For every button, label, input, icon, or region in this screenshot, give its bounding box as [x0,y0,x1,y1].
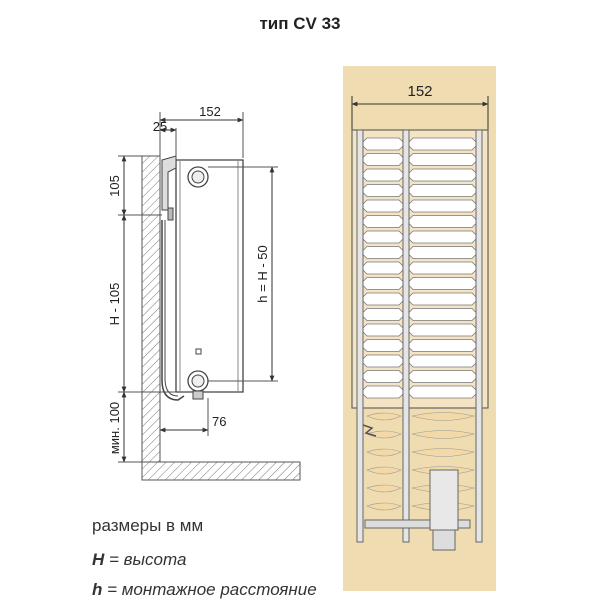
convector-fin [408,339,477,352]
panel-right [475,129,483,543]
lower-fin [366,502,402,511]
lower-fin [366,412,402,421]
dim-upper: 105 [107,175,122,197]
convector-fin [408,199,477,213]
convector-fin [362,215,404,228]
convector-fin [362,137,404,151]
convector-fin [408,292,477,306]
panel-middle [402,129,410,543]
convector-fin [408,153,477,166]
mounting-bracket [161,155,177,211]
convector-fin [362,168,404,182]
legend-units: размеры в мм [92,516,204,535]
dim-depth: 152 [199,104,221,119]
convector-fin [408,246,477,259]
convector-fin [408,261,477,275]
legend-h-text: = монтажное расстояние [102,580,317,599]
lower-fin [411,430,476,439]
convector-fin [408,184,477,197]
convector-fin [362,292,404,306]
legend-H-text: = высота [104,550,187,569]
convector-fin [408,308,477,321]
convector-fin [362,385,404,399]
convector-fin [362,277,404,290]
convector-fin [362,354,404,368]
lower-fin [366,466,402,475]
convector-fin [362,261,404,275]
convector-fin [408,168,477,182]
dim-middle: H - 105 [107,283,122,326]
convector-fin [408,370,477,383]
lower-fin [411,448,476,457]
section-dim-width: 152 [407,83,432,100]
radiator-body [175,159,244,393]
convector-fin [362,308,404,321]
lower-bracket [161,220,185,401]
lower-fin [366,448,402,457]
convector-fin [362,199,404,213]
legend-height: H = высота [92,550,186,570]
legend-H-symbol: H [92,550,105,569]
convector-fin [408,277,477,290]
panel-left [356,129,364,543]
dim-lower: мин. 100 [107,402,122,454]
dim-top-offset: 25 [153,119,167,134]
convector-fin [408,137,477,151]
dim-bottom-offset: 76 [212,414,226,429]
legend-h-symbol: h [92,580,103,599]
convector-fin [362,230,404,244]
convector-fin [362,370,404,383]
lower-fin [366,484,402,493]
side-view [118,112,301,481]
diagram-title: тип CV 33 [259,14,341,33]
convector-fin [408,385,477,399]
dim-hub: h = H - 50 [255,245,270,302]
convector-fin [362,153,404,166]
convector-fin [408,215,477,228]
section-view [343,66,496,591]
legend-mounting: h = монтажное расстояние [92,580,317,600]
convector-fin [362,246,404,259]
convector-fin [362,339,404,352]
convector-fin [408,323,477,337]
lower-fin [411,412,476,421]
convector-fin [408,354,477,368]
convector-fin [408,230,477,244]
convector-fin [362,184,404,197]
convector-fin [362,323,404,337]
